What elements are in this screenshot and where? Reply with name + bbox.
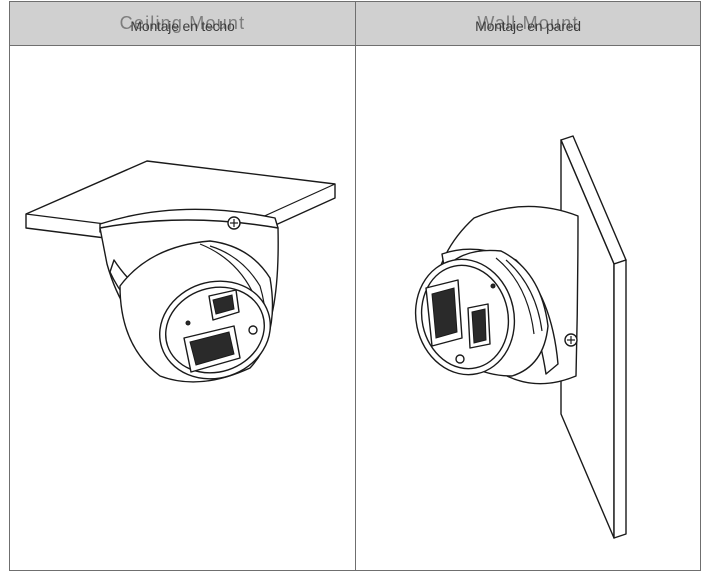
mounting-table: Ceiling Mount Montaje en techo Wall Moun… <box>9 1 701 571</box>
ceiling-mount-title: Ceiling Mount <box>119 13 246 33</box>
wall-mounted-dome-camera-icon <box>414 135 627 539</box>
table-header-row: Ceiling Mount Montaje en techo Wall Moun… <box>10 2 700 46</box>
table-body-row <box>10 46 700 571</box>
wall-mount-title: Wall Mount <box>477 13 579 33</box>
header-cell-ceiling-mount: Ceiling Mount Montaje en techo <box>10 2 356 45</box>
header-cell-wall-mount: Wall Mount Montaje en pared <box>356 2 700 45</box>
wall-mount-title-es: Montaje en pared <box>475 18 581 34</box>
ceiling-mount-title-es: Montaje en techo <box>130 18 235 34</box>
ceiling-mount-cell <box>10 46 356 571</box>
ceiling-mounted-dome-camera-icon <box>25 160 336 383</box>
wall-mount-cell <box>356 46 700 571</box>
